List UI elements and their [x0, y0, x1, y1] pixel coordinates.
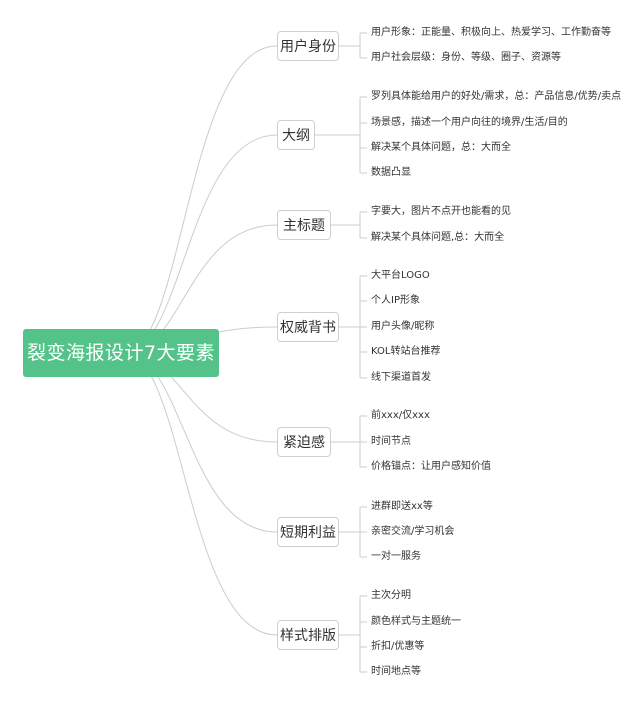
leaf-item: 亲密交流/学习机会 [371, 526, 455, 537]
leaf-item: 时间地点等 [371, 666, 421, 677]
leaf-item: 价格锚点：让用户感知价值 [371, 461, 491, 472]
leaf-item: KOL转站台推荐 [371, 346, 441, 357]
branch-node: 样式排版 [277, 620, 339, 650]
branch-node: 紧迫感 [277, 427, 331, 457]
leaf-item: 个人IP形象 [371, 295, 420, 306]
connector-root-to-branch [123, 134, 278, 354]
leaf-item: 用户头像/昵称 [371, 321, 435, 332]
connector-root-to-branch [123, 352, 278, 533]
leaf-item: 字要大，图片不点开也能看的见 [371, 206, 511, 217]
leaf-item: 解决某个具体问题,总：大而全 [371, 232, 505, 243]
leaf-item: 罗列具体能给用户的好处/需求，总：产品信息/优势/卖点 [371, 91, 622, 102]
leaf-item: 折扣/优惠等 [371, 641, 425, 652]
leaf-item: 数据凸显 [371, 167, 411, 178]
leaf-item: 前xxx/仅xxx [371, 410, 430, 421]
leaf-item: 时间节点 [371, 436, 411, 447]
leaf-item: 用户社会层级：身份、等级、圈子、资源等 [371, 52, 561, 63]
connector-root-to-branch [123, 352, 278, 636]
leaf-item: 一对一服务 [371, 551, 421, 562]
branch-node: 大纲 [277, 120, 315, 150]
leaf-item: 进群即送xx等 [371, 501, 433, 512]
connector-root-to-branch [123, 45, 278, 354]
leaf-item: 场景感，描述一个用户向往的境界/生活/目的 [371, 117, 568, 128]
leaf-item: 用户形象：正能量、积极向上、热爱学习、工作勤奋等 [371, 27, 611, 38]
root-node: 裂变海报设计7大要素 [23, 329, 219, 377]
leaf-item: 大平台LOGO [371, 270, 430, 281]
branch-node: 用户身份 [277, 31, 339, 61]
leaf-item: 解决某个具体问题，总：大而全 [371, 142, 511, 153]
branch-node: 主标题 [277, 210, 331, 240]
branch-node: 短期利益 [277, 517, 339, 547]
leaf-item: 线下渠道首发 [371, 372, 431, 383]
branch-node: 权威背书 [277, 312, 339, 342]
leaf-item: 主次分明 [371, 590, 411, 601]
leaf-item: 颜色样式与主题统一 [371, 616, 461, 627]
